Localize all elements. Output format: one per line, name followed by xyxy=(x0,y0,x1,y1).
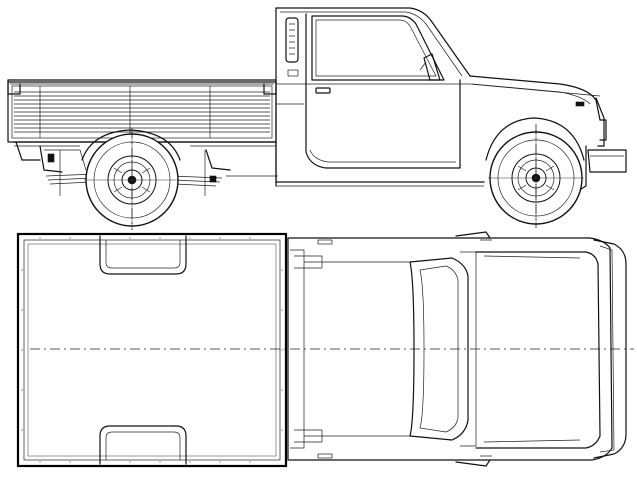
side-view xyxy=(7,7,627,228)
front-end-side xyxy=(469,75,627,193)
cargo-bed-top xyxy=(16,232,288,468)
cab-side xyxy=(275,7,601,187)
axis-marks xyxy=(131,124,537,230)
rear-wheel xyxy=(81,129,181,228)
top-view xyxy=(16,231,634,468)
front-wheel xyxy=(485,117,585,225)
chassis-frame xyxy=(15,141,278,196)
